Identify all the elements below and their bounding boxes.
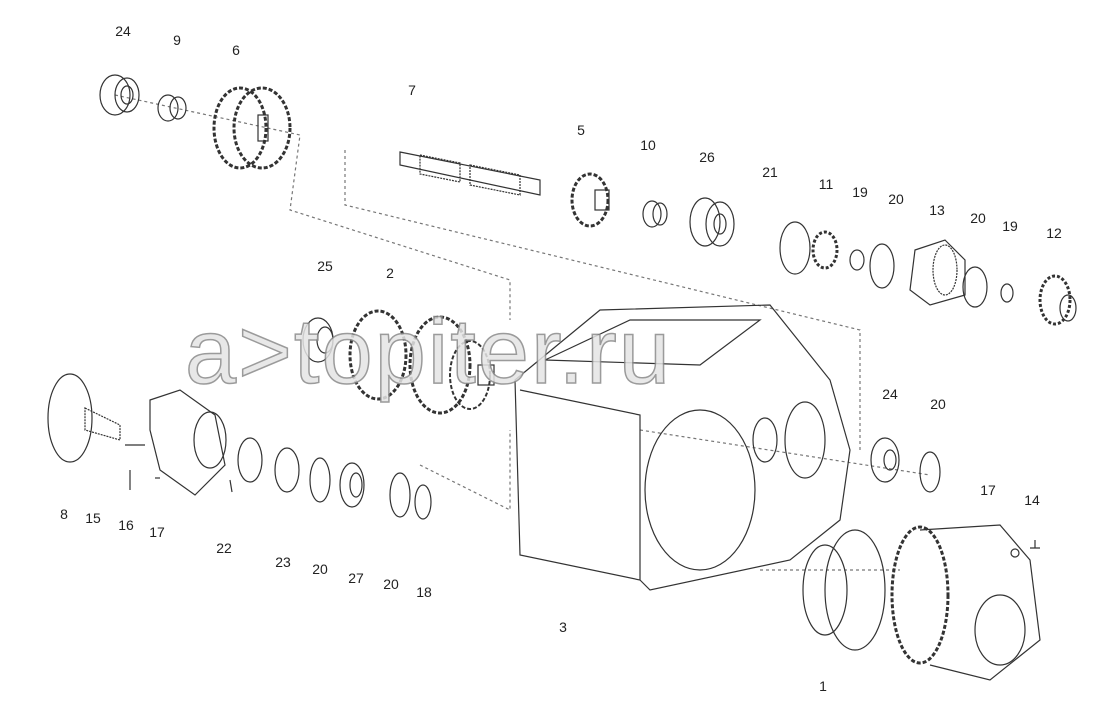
callout-19: 19 (1002, 218, 1018, 234)
callout-20: 20 (930, 396, 946, 412)
callout-6: 6 (232, 42, 240, 58)
callout-20: 20 (970, 210, 986, 226)
seal-23a (237, 437, 263, 483)
bolts (125, 444, 233, 493)
flange-8 (47, 373, 121, 463)
callout-3: 3 (559, 619, 567, 635)
watermark: a>topiter.ru (184, 300, 672, 404)
bearing-27 (339, 462, 365, 508)
ring-20c (309, 457, 331, 503)
callout-17: 17 (980, 482, 996, 498)
callout-22: 22 (216, 540, 232, 556)
callout-17: 17 (149, 524, 165, 540)
callout-14: 14 (1024, 492, 1040, 508)
callout-20: 20 (888, 191, 904, 207)
callout-25: 25 (317, 258, 333, 274)
ring-19 (849, 249, 865, 271)
bolt-14 (1010, 540, 1040, 558)
ring-19b (1000, 283, 1014, 303)
bearing-13 (909, 239, 966, 306)
callout-12: 12 (1046, 225, 1062, 241)
callout-24: 24 (882, 386, 898, 402)
bearing-25 (302, 317, 334, 363)
callout-9: 9 (173, 32, 181, 48)
watermark-prefix: a (184, 300, 239, 404)
gear-6 (212, 86, 292, 170)
gear-5 (570, 172, 610, 228)
callout-23: 23 (275, 554, 291, 570)
callout-19: 19 (852, 184, 868, 200)
differential-1 (802, 524, 1041, 681)
callout-18: 18 (416, 584, 432, 600)
callout-24: 24 (115, 23, 131, 39)
seal-23b (274, 447, 300, 493)
callout-26: 26 (699, 149, 715, 165)
bushing-9 (157, 94, 187, 122)
callout-21: 21 (762, 164, 778, 180)
callout-5: 5 (577, 122, 585, 138)
leader-lines (114, 94, 931, 571)
ring-20b (962, 266, 988, 308)
bearing-24b (870, 437, 900, 483)
shaft-7 (399, 151, 541, 196)
ring-18 (414, 484, 432, 520)
callout-11: 11 (818, 176, 834, 192)
callout-10: 10 (640, 137, 656, 153)
ring-20 (869, 243, 895, 289)
ring-20d (389, 472, 411, 518)
callout-15: 15 (85, 510, 101, 526)
gear-block-2 (348, 309, 495, 415)
housing-cover (149, 389, 227, 496)
snap-ring-21 (779, 221, 811, 275)
callout-8: 8 (60, 506, 68, 522)
watermark-text: topiter.ru (293, 300, 672, 404)
callout-27: 27 (348, 570, 364, 586)
bushing-10 (642, 200, 668, 228)
callout-20: 20 (312, 561, 328, 577)
gear-12 (1038, 274, 1077, 326)
callout-2: 2 (386, 265, 394, 281)
bearing-24 (99, 74, 140, 116)
ring-20e (919, 451, 941, 493)
callout-20: 20 (383, 576, 399, 592)
callout-16: 16 (118, 517, 134, 533)
callout-7: 7 (408, 82, 416, 98)
callout-13: 13 (929, 202, 945, 218)
bearing-26 (689, 197, 735, 247)
gearbox-housing-3 (514, 304, 851, 591)
callout-1: 1 (819, 678, 827, 694)
gear-11 (811, 230, 839, 270)
